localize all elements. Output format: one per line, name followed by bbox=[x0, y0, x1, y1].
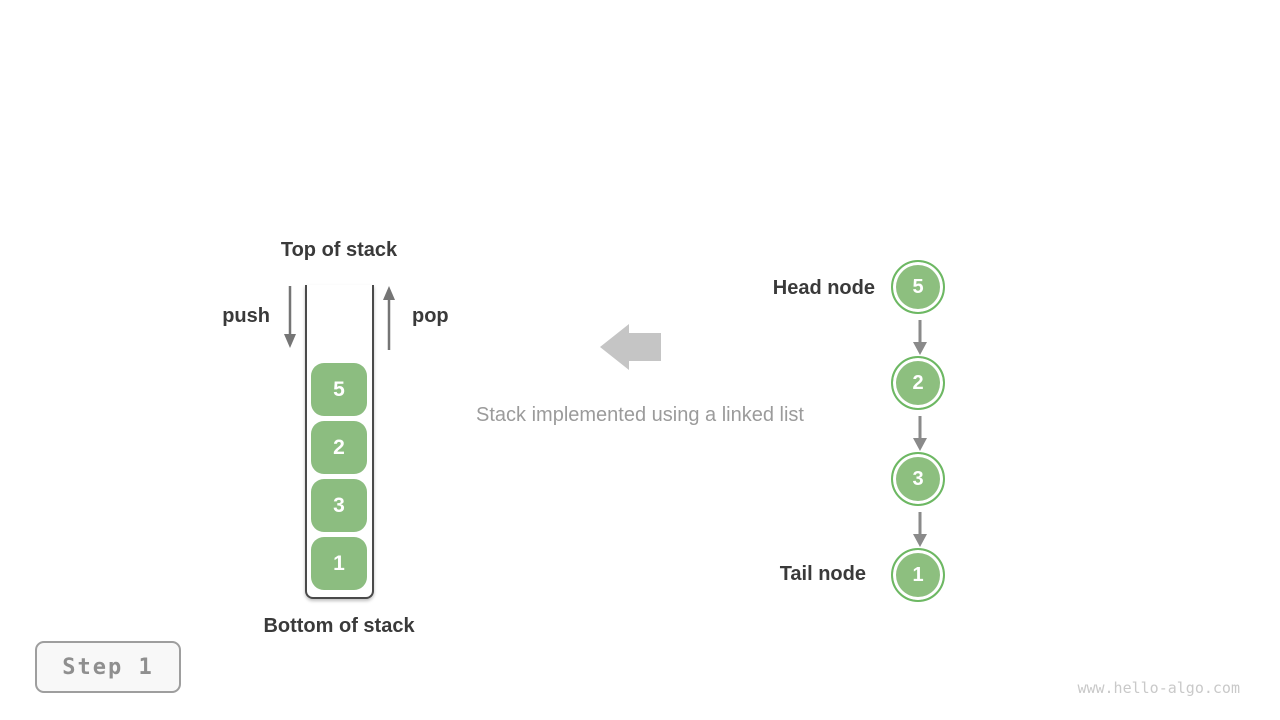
stack-item: 5 bbox=[311, 363, 367, 416]
node-link-down-arrow-icon bbox=[913, 512, 927, 553]
linked-list-node: 3 bbox=[891, 452, 945, 506]
linked-list-node: 2 bbox=[891, 356, 945, 410]
push-down-arrow-icon bbox=[283, 286, 297, 355]
step-badge: Step 1 bbox=[35, 641, 181, 693]
watermark: www.hello-algo.com bbox=[1077, 679, 1240, 697]
tail-node-label: Tail node bbox=[779, 563, 866, 585]
stack-item: 3 bbox=[311, 479, 367, 532]
stack-item: 1 bbox=[311, 537, 367, 590]
figure-caption: Stack implemented using a linked list bbox=[476, 404, 804, 426]
stack-items: 5 2 3 1 bbox=[311, 363, 367, 590]
stack-item: 2 bbox=[311, 421, 367, 474]
stack-bottom-label: Bottom of stack bbox=[263, 615, 415, 637]
pop-up-arrow-icon bbox=[382, 286, 396, 355]
linked-list-node: 5 bbox=[891, 260, 945, 314]
linked-list-node: 1 bbox=[891, 548, 945, 602]
node-link-down-arrow-icon bbox=[913, 416, 927, 457]
stack-top-label: Top of stack bbox=[280, 239, 398, 261]
push-label: push bbox=[222, 305, 270, 327]
node-link-down-arrow-icon bbox=[913, 320, 927, 361]
pop-label: pop bbox=[412, 305, 449, 327]
left-block-arrow-icon bbox=[600, 324, 662, 376]
head-node-label: Head node bbox=[772, 277, 875, 299]
